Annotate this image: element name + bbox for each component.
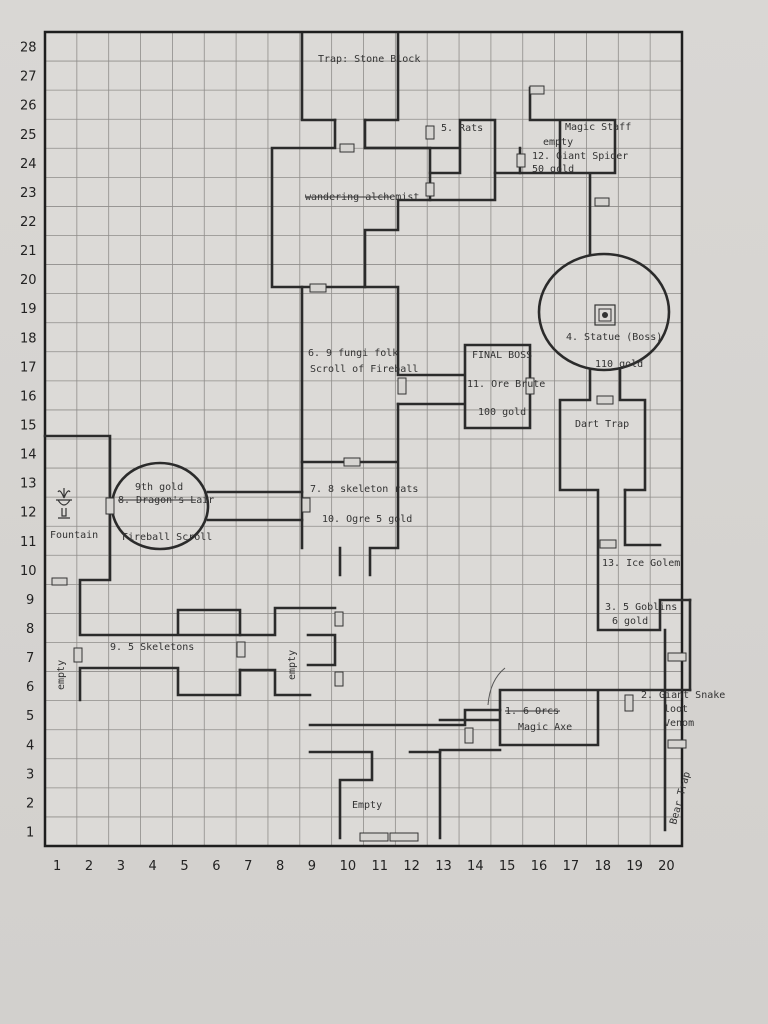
y-axis-tick-label: 5 xyxy=(26,709,34,724)
y-axis-tick-label: 13 xyxy=(20,477,37,492)
label-gold-dragon: 9th gold xyxy=(135,482,183,493)
label-loot: loot xyxy=(664,704,688,715)
x-axis-tick-label: 3 xyxy=(117,859,125,874)
y-axis-tick-label: 27 xyxy=(20,70,37,85)
y-axis-tick-label: 18 xyxy=(20,331,37,346)
fountain-icon xyxy=(56,488,72,519)
label-gold-110: 110 gold xyxy=(595,359,643,370)
x-axis-tick-label: 11 xyxy=(372,859,389,874)
y-axis-tick-label: 4 xyxy=(26,738,34,753)
room-labels: Trap: Stone Block 5. Rats Magic Staff em… xyxy=(50,54,725,826)
label-gold-6: 6 gold xyxy=(612,616,648,627)
map-border xyxy=(43,30,684,848)
label-skeletons: 9. 5 Skeletons xyxy=(110,642,194,653)
x-axis-tick-label: 4 xyxy=(149,859,157,874)
label-giant-snake: 2. Giant Snake xyxy=(641,690,725,701)
label-rats: 5. Rats xyxy=(441,123,483,134)
label-brute: 11. Ore Brute xyxy=(467,379,545,390)
label-giant-spider: 12. Giant Spider xyxy=(532,151,628,162)
statue-icon xyxy=(594,304,616,326)
y-axis-tick-label: 14 xyxy=(20,448,37,463)
y-axis-labels: 1234567891011121314151617181920212223242… xyxy=(20,41,37,841)
y-axis-tick-label: 10 xyxy=(20,564,37,579)
dungeon-walls xyxy=(43,32,692,840)
y-axis-tick-label: 21 xyxy=(20,244,37,259)
label-empty-ne: empty xyxy=(543,137,573,148)
x-axis-tick-label: 19 xyxy=(626,859,643,874)
label-gold-100: 100 gold xyxy=(478,407,526,418)
y-axis-tick-label: 25 xyxy=(20,128,37,143)
y-axis-tick-label: 23 xyxy=(20,186,37,201)
y-axis-tick-label: 2 xyxy=(26,796,34,811)
y-axis-tick-label: 15 xyxy=(20,418,37,433)
label-gold-50: 50 gold xyxy=(532,164,574,175)
label-fungi-folk: 6. 9 fungi folk xyxy=(308,348,398,359)
y-axis-tick-label: 8 xyxy=(26,622,34,637)
y-axis-tick-label: 1 xyxy=(26,825,34,840)
y-axis-tick-label: 20 xyxy=(20,273,37,288)
y-axis-tick-label: 3 xyxy=(26,767,34,782)
y-axis-tick-label: 12 xyxy=(20,506,37,521)
y-axis-tick-label: 9 xyxy=(26,593,34,608)
label-goblins: 3. 5 Goblins xyxy=(605,602,677,613)
x-axis-tick-label: 2 xyxy=(85,859,93,874)
y-axis-tick-label: 16 xyxy=(20,389,37,404)
x-axis-tick-label: 8 xyxy=(276,859,284,874)
label-statue: 4. Statue (Boss) xyxy=(566,332,662,343)
label-magic-axe: Magic Axe xyxy=(518,722,572,733)
x-axis-tick-label: 5 xyxy=(180,859,188,874)
y-axis-tick-label: 6 xyxy=(26,680,34,695)
x-axis-tick-label: 18 xyxy=(594,859,611,874)
label-ice-golem: 13. Ice Golem xyxy=(602,558,680,569)
label-venom: Venom xyxy=(664,718,694,729)
label-skeleton-rats: 7. 8 skeleton rats xyxy=(310,484,418,495)
label-final-boss: FINAL BOSS xyxy=(472,350,532,361)
label-magic-staff: Magic Staff xyxy=(565,122,631,133)
x-axis-tick-label: 1 xyxy=(53,859,61,874)
label-scroll-fireball: Scroll of Fireball xyxy=(310,364,418,375)
y-axis-tick-label: 24 xyxy=(20,157,37,172)
y-axis-tick-label: 22 xyxy=(20,215,37,230)
x-axis-tick-label: 12 xyxy=(403,859,420,874)
grid-lines xyxy=(45,32,682,846)
x-axis-tick-label: 7 xyxy=(244,859,252,874)
y-axis-tick-label: 19 xyxy=(20,302,37,317)
x-axis-tick-label: 15 xyxy=(499,859,516,874)
x-axis-tick-label: 9 xyxy=(308,859,316,874)
arrow-icon xyxy=(487,667,506,706)
y-axis-tick-label: 28 xyxy=(20,41,37,56)
label-fountain: Fountain xyxy=(50,530,98,541)
label-ogres: 10. Ogre 5 gold xyxy=(322,514,412,525)
doors xyxy=(51,85,687,842)
y-axis-tick-label: 11 xyxy=(20,535,37,550)
y-axis-tick-label: 26 xyxy=(20,99,37,114)
label-empty-west: empty xyxy=(56,660,67,690)
label-empty-mid: empty xyxy=(287,650,298,680)
label-fireball-scroll: Fireball Scroll xyxy=(122,532,212,543)
y-axis-tick-label: 7 xyxy=(26,651,34,666)
label-dart-trap: Dart Trap xyxy=(575,419,629,430)
x-axis-tick-label: 16 xyxy=(531,859,548,874)
x-axis-tick-label: 6 xyxy=(212,859,220,874)
x-axis-tick-label: 17 xyxy=(563,859,580,874)
y-axis-tick-label: 17 xyxy=(20,360,37,375)
label-empty-south: Empty xyxy=(352,800,382,811)
label-trap: Trap: Stone Block xyxy=(318,54,420,65)
x-axis-tick-label: 14 xyxy=(467,859,484,874)
x-axis-tick-label: 13 xyxy=(435,859,452,874)
x-axis-tick-label: 20 xyxy=(658,859,675,874)
x-axis-tick-label: 10 xyxy=(340,859,357,874)
